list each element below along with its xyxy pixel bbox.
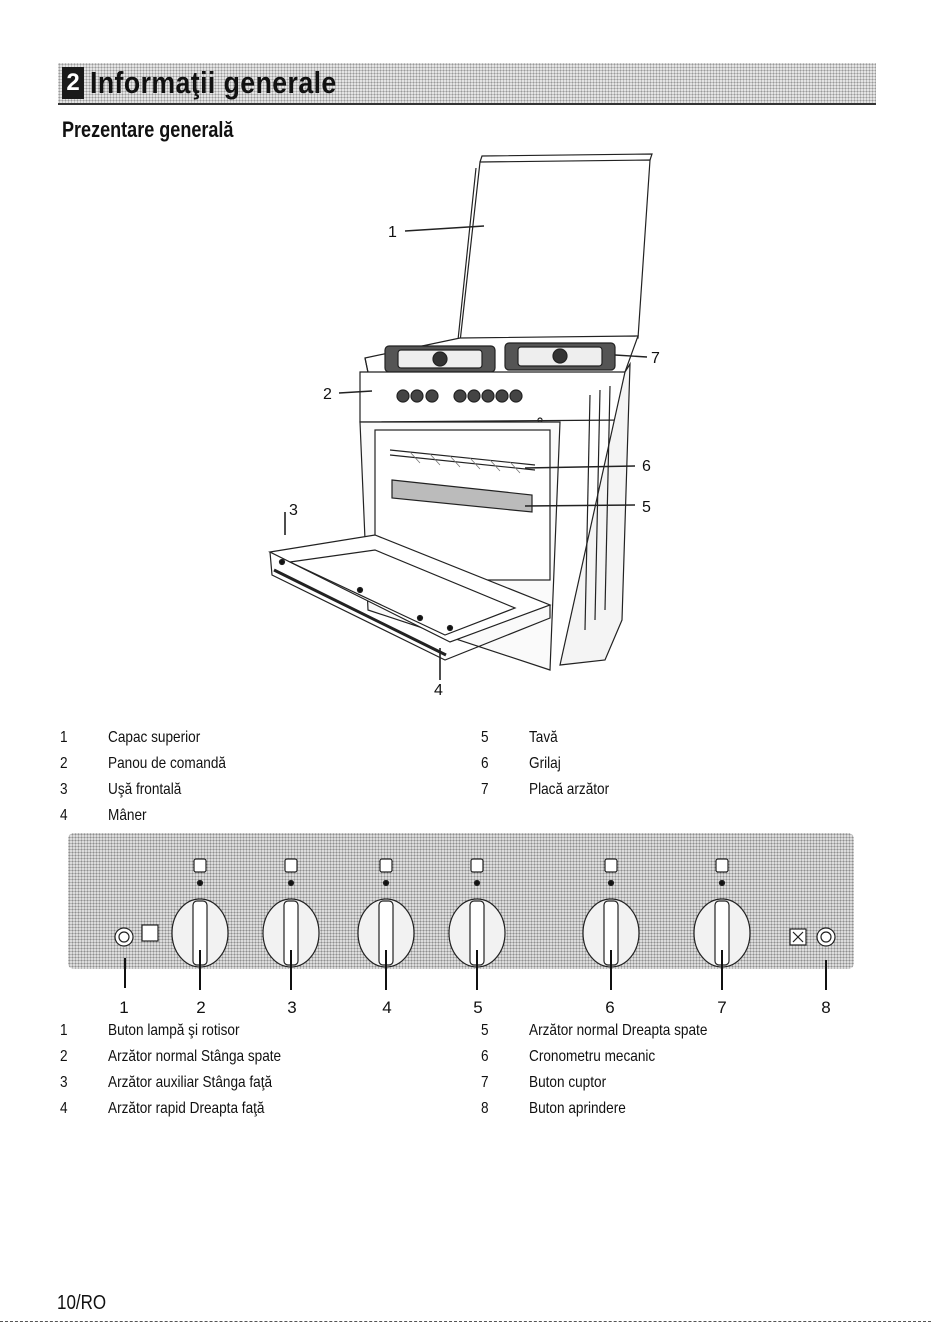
cooker-illustration: 1 2 3 4 5 6 7 bbox=[268, 153, 660, 699]
callout-6: 6 bbox=[642, 458, 651, 475]
section-number: 2 bbox=[62, 67, 84, 99]
panel-callout-6: 6 bbox=[605, 998, 615, 1017]
knob-front-left-burner-icon bbox=[262, 858, 320, 968]
control-panel-drawing bbox=[114, 858, 836, 968]
page-number: 10/RO bbox=[57, 1292, 107, 1314]
knob-rear-right-burner-icon bbox=[448, 858, 506, 968]
section-title: Informaţii generale bbox=[90, 65, 337, 100]
panel-callout-8: 8 bbox=[821, 998, 831, 1017]
callout-3: 3 bbox=[289, 502, 298, 519]
panel-callout-1: 1 bbox=[119, 998, 129, 1017]
panel-callout-3: 3 bbox=[287, 998, 297, 1017]
panel-callout-4: 4 bbox=[382, 998, 392, 1017]
section-header: 2 Informaţii generale bbox=[58, 63, 876, 105]
callout-7: 7 bbox=[651, 350, 660, 367]
callout-2: 2 bbox=[323, 386, 332, 403]
knob-oven-icon bbox=[693, 858, 751, 968]
callout-4: 4 bbox=[434, 682, 443, 699]
callout-5: 5 bbox=[642, 499, 651, 516]
panel-callout-5: 5 bbox=[473, 998, 483, 1017]
callout-1: 1 bbox=[388, 224, 397, 241]
page-bottom-rule bbox=[0, 1321, 931, 1322]
page-subtitle: Prezentare generală bbox=[62, 117, 234, 142]
knob-timer-icon bbox=[582, 858, 640, 968]
panel-callout-2: 2 bbox=[196, 998, 206, 1017]
panel-callout-7: 7 bbox=[717, 998, 727, 1017]
knob-rear-left-burner-icon bbox=[171, 858, 229, 968]
